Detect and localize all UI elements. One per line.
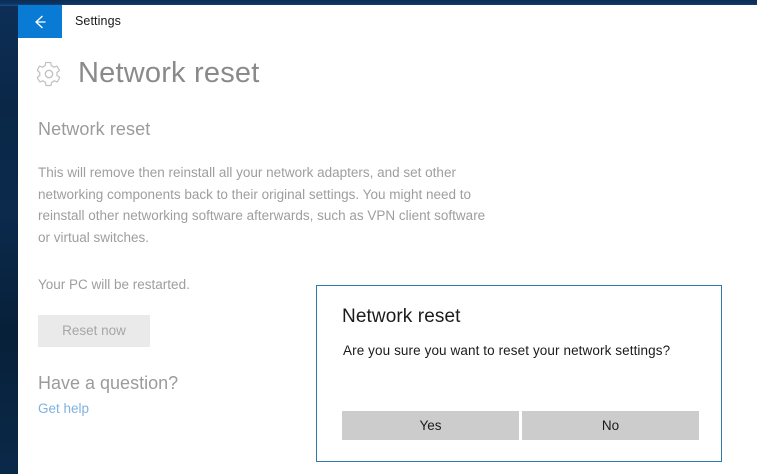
back-button[interactable]: [18, 5, 62, 38]
back-arrow-icon: [35, 15, 46, 28]
reset-now-button[interactable]: Reset now: [38, 315, 150, 347]
page-title: Network reset: [78, 57, 260, 89]
dialog-no-button[interactable]: No: [522, 411, 699, 440]
desktop-top-band: [0, 0, 757, 6]
window-titlebar: Settings: [18, 5, 757, 39]
section-heading: Network reset: [38, 119, 151, 139]
window-title: Settings: [75, 14, 121, 28]
gear-icon: [36, 61, 61, 86]
help-heading: Have a question?: [38, 373, 179, 393]
section-description: This will remove then reinstall all your…: [38, 165, 486, 245]
dialog-button-row: Yes No: [342, 411, 699, 440]
dialog-message: Are you sure you want to reset your netw…: [343, 343, 671, 358]
dialog-title: Network reset: [342, 306, 461, 327]
get-help-link[interactable]: Get help: [38, 401, 90, 416]
page-content: Network reset This will remove then rein…: [38, 119, 538, 418]
restart-note: Your PC will be restarted.: [38, 277, 190, 292]
network-reset-dialog: Network reset Are you sure you want to r…: [316, 285, 722, 462]
dialog-yes-button[interactable]: Yes: [342, 411, 519, 440]
page-header: Network reset: [36, 57, 260, 90]
